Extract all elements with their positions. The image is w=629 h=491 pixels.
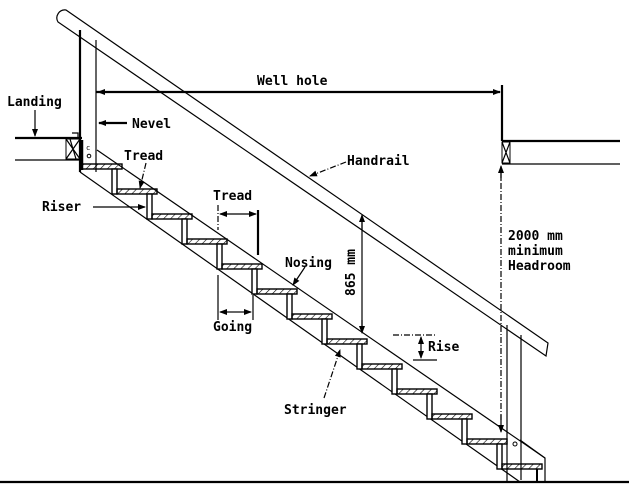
riser <box>321 318 328 345</box>
label-tread: Tread <box>124 149 163 164</box>
label-landing: Landing <box>7 95 62 110</box>
riser <box>216 243 223 270</box>
tread <box>501 463 543 470</box>
newel-post: c <box>78 30 97 172</box>
riser <box>426 393 433 420</box>
riser <box>286 293 293 320</box>
lower-newel-post <box>506 325 522 482</box>
tread-dimension <box>217 205 260 255</box>
going-dimension <box>217 275 254 320</box>
tread-leader <box>138 162 147 189</box>
upper-landing-floor <box>501 139 620 165</box>
tread <box>396 388 438 395</box>
tread <box>151 213 193 220</box>
label-headroom-1: 2000 mm <box>508 229 563 244</box>
label-headroom-3: Headroom <box>508 259 571 274</box>
rise-dimension <box>393 334 437 361</box>
label-stringer: Stringer <box>284 403 347 418</box>
label-tread-dimension: Tread <box>213 189 252 204</box>
label-nosing: Nosing <box>285 256 332 271</box>
stringer-leader <box>323 349 341 399</box>
label-headroom-2: minimum <box>508 244 563 259</box>
handrail-leader <box>309 161 347 177</box>
label-going: Going <box>213 320 252 335</box>
steps <box>80 140 543 482</box>
svg-text:c: c <box>86 144 90 152</box>
tread <box>291 313 333 320</box>
riser <box>356 343 363 370</box>
tread <box>256 288 298 295</box>
label-nevel: Nevel <box>132 117 171 132</box>
tread <box>466 438 508 445</box>
tread <box>326 338 368 345</box>
riser <box>461 418 468 445</box>
label-riser: Riser <box>42 200 81 215</box>
tread <box>431 413 473 420</box>
handrail <box>56 9 549 358</box>
riser <box>146 193 153 220</box>
label-rise: Rise <box>428 340 459 355</box>
riser <box>391 368 398 395</box>
nosing-leader <box>292 266 306 286</box>
tread <box>81 163 123 170</box>
riser <box>181 218 188 245</box>
tread <box>221 263 263 270</box>
landing-floor <box>15 132 82 161</box>
riser <box>496 443 503 470</box>
riser <box>251 268 258 295</box>
tread <box>186 238 228 245</box>
well-hole-dimension <box>96 85 504 141</box>
riser <box>111 168 118 195</box>
label-handrail: Handrail <box>347 154 410 169</box>
stringer <box>79 149 546 483</box>
label-handrail-height: 865 mm <box>344 249 359 296</box>
label-well-hole: Well hole <box>257 74 328 89</box>
tread <box>361 363 403 370</box>
tread <box>116 188 158 195</box>
